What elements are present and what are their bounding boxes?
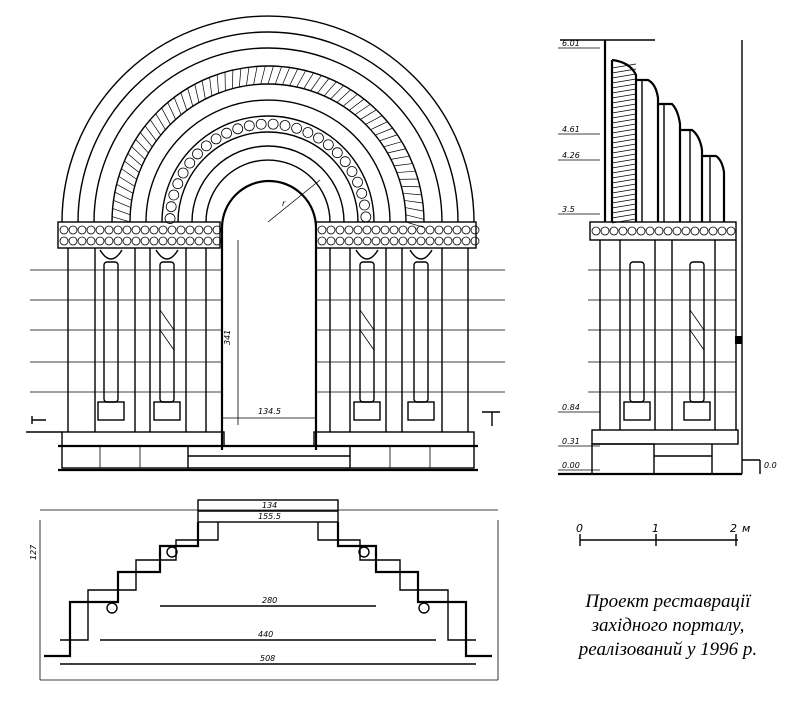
caption-line-1: Проект реставрації — [585, 591, 751, 612]
scale-label-1: 1 — [652, 522, 659, 535]
plan-dim-middle: 280 — [262, 596, 277, 605]
column-left-outer — [97, 249, 125, 421]
front-elevation: 341 134.5 r — [26, 15, 505, 472]
arch-radius-line — [267, 179, 321, 223]
arch-inner-1 — [145, 99, 391, 223]
level-5: 0.84 — [562, 403, 580, 412]
arch-outer-1 — [61, 15, 475, 223]
arch-ornament-outer — [161, 115, 375, 223]
arch-ornament-band — [164, 118, 372, 224]
level-mark-left — [31, 416, 46, 424]
plan-inner-steps — [60, 522, 476, 641]
section-column-1 — [623, 261, 651, 421]
arch-hatch-band — [111, 65, 425, 228]
level-4: 3.5 — [562, 205, 575, 214]
scale-bar: 0 1 2 м — [576, 522, 750, 546]
opening-height-label: 341 — [223, 330, 232, 345]
arch-outer-2 — [77, 31, 459, 223]
section-hatch — [611, 63, 637, 224]
scale-label-2: 2 — [730, 522, 737, 535]
plan-dim-top-inner: 134 — [262, 501, 277, 510]
level-2: 4.61 — [562, 125, 580, 134]
section-plinth — [558, 40, 761, 476]
level-right: 0.0 — [764, 461, 777, 470]
column-right-inner — [353, 249, 381, 421]
level-top: 6.01 — [562, 39, 580, 48]
arch-hatched-outer — [111, 65, 425, 223]
impost-ornament — [59, 225, 480, 246]
vertical-section: 6.01 4.61 4.26 3.5 0.84 0.31 0.00 0.0 — [558, 39, 777, 476]
plan-dim-top-outer: 155.5 — [258, 512, 281, 521]
arch-hatched-inner — [129, 83, 407, 223]
level-7: 0.00 — [562, 461, 580, 470]
section-marker-square — [735, 336, 742, 344]
section-impost — [589, 221, 737, 241]
column-left-inner — [153, 249, 181, 421]
arch-ornament-inner — [177, 131, 359, 223]
caption-line-3: реалізований у 1996 р. — [578, 639, 758, 660]
plinth-and-steps — [26, 431, 478, 472]
arch-outer-3 — [93, 47, 443, 223]
plan-column-bases — [106, 546, 430, 614]
plan-dim-left-side: 127 — [29, 544, 38, 560]
arch-radius-label: r — [282, 199, 286, 208]
opening-width-label: 134.5 — [258, 407, 281, 416]
section-impost-ornament — [591, 226, 736, 236]
section-column-2 — [683, 261, 711, 421]
column-right-outer — [407, 249, 435, 421]
arch-inner-3 — [205, 159, 331, 223]
door-opening — [220, 179, 318, 450]
masonry-courses — [30, 269, 505, 393]
level-6: 0.31 — [562, 437, 580, 446]
section-level-marks: 6.01 4.61 4.26 3.5 0.84 0.31 0.00 0.0 — [558, 39, 777, 471]
drawing-caption: Проект реставрації західного порталу, ре… — [548, 590, 788, 662]
impost-band-left — [57, 221, 221, 249]
scale-label-0: 0 — [576, 522, 583, 535]
arch-inner-2 — [191, 145, 345, 223]
section-courses — [588, 269, 736, 393]
floor-plan: 134 155.5 280 440 508 127 — [29, 499, 499, 681]
level-3: 4.26 — [562, 151, 580, 160]
caption-line-2: західного порталу, — [591, 615, 745, 636]
section-mark — [482, 411, 500, 426]
plan-outline — [44, 522, 492, 658]
plan-dim-lower: 440 — [258, 630, 273, 639]
section-profile — [603, 40, 726, 222]
scale-label-unit: м — [742, 522, 750, 535]
plan-dim-total: 508 — [260, 654, 275, 663]
